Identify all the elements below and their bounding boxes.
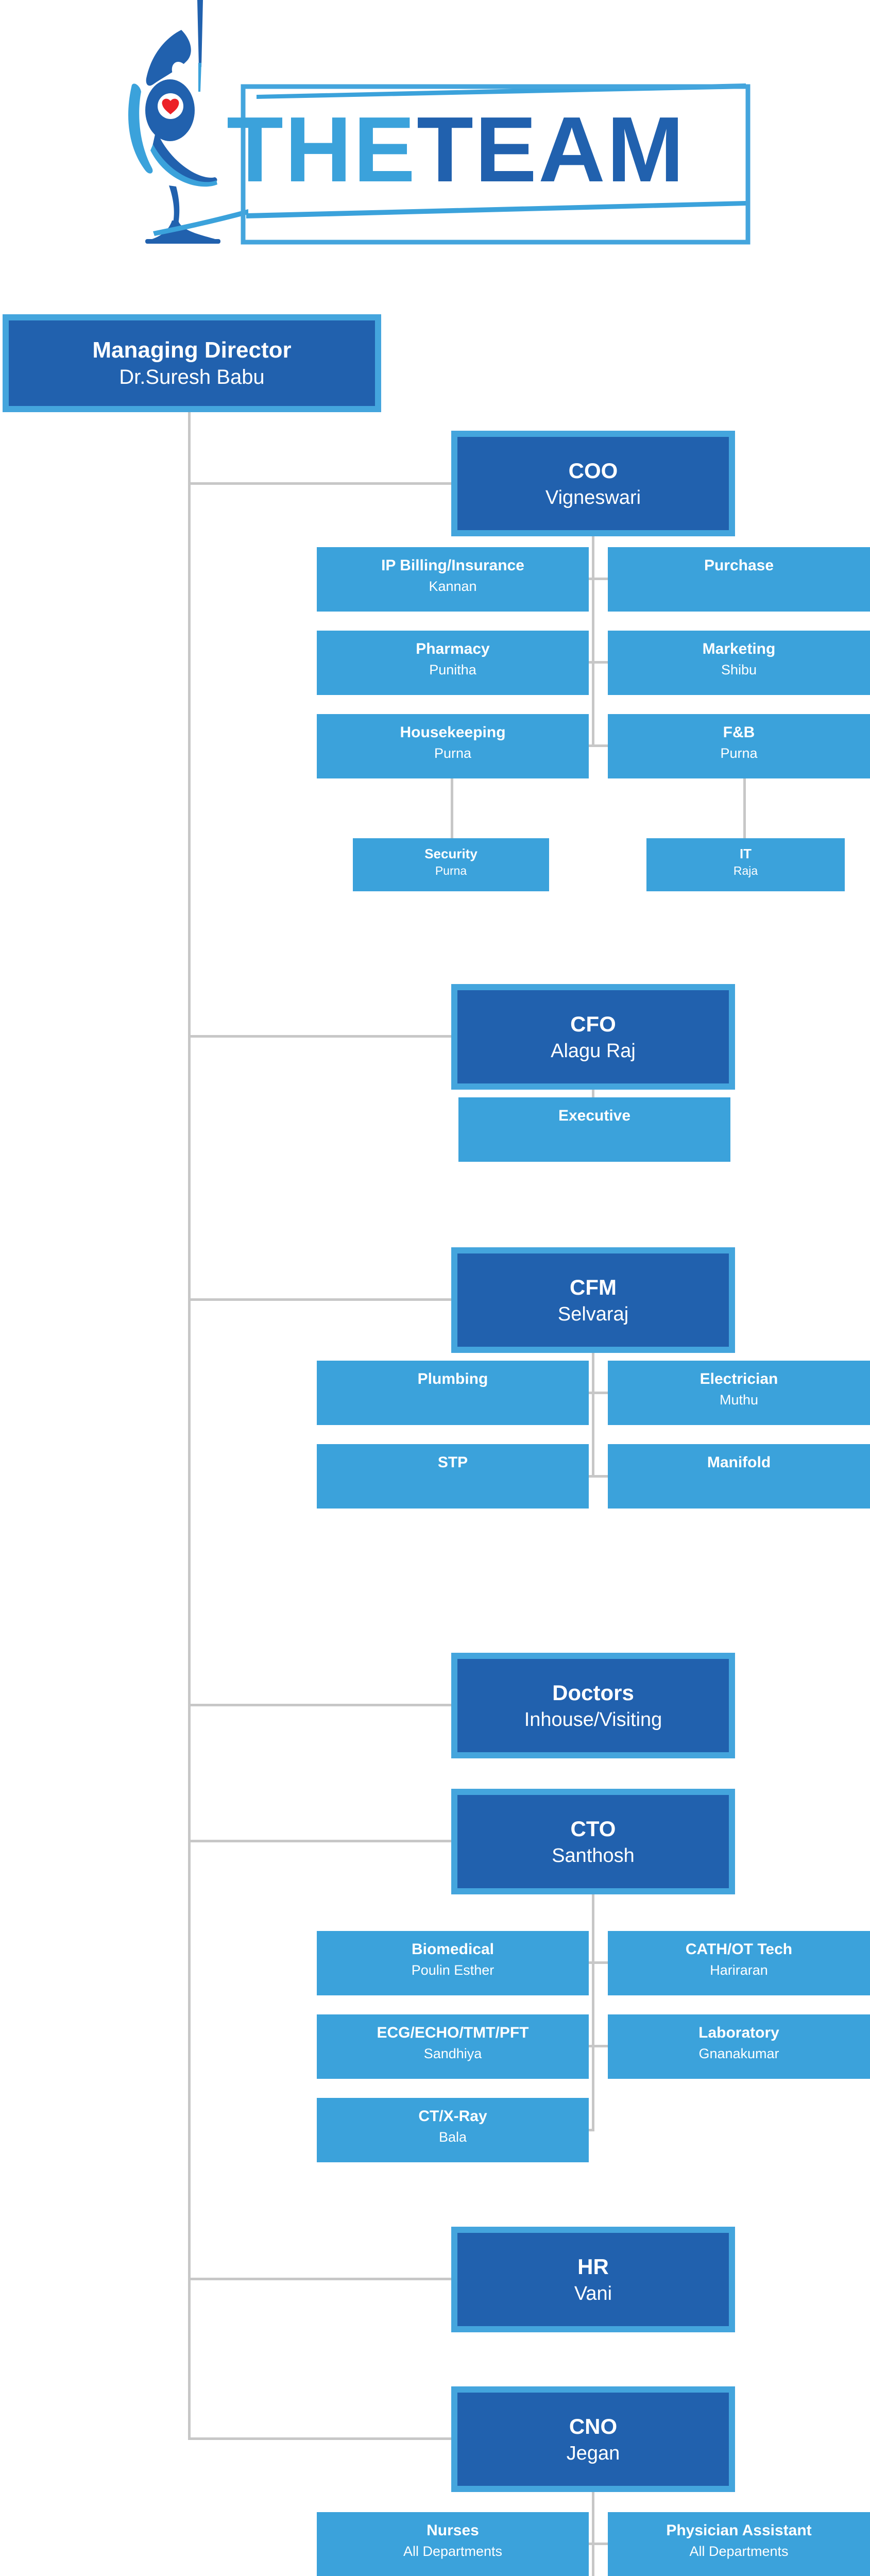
logo-bottom-swoosh	[246, 201, 746, 218]
coo-children-stem	[592, 536, 594, 747]
logo-heart-icon	[162, 98, 179, 114]
logo-wordmark: THETEAM	[153, 83, 750, 245]
node-cno: CNO Jegan	[451, 2386, 735, 2492]
cfm-row1-tick	[589, 1392, 608, 1394]
node-ip-billing-insurance: IP Billing/Insurance Kannan	[317, 547, 589, 612]
cno-row1-tick	[589, 2543, 608, 2545]
node-title: Doctors	[552, 1680, 634, 1705]
node-person: Vani	[574, 2282, 612, 2304]
cfm-children-stem	[592, 1353, 594, 1478]
node-plumbing: Plumbing	[317, 1361, 589, 1425]
cfo-children-stem	[592, 1090, 594, 1097]
logo-text: THETEAM	[227, 98, 686, 201]
connector-to-doctors	[189, 1704, 451, 1706]
cno-children-stem	[592, 2492, 594, 2576]
node-ecg-echo-tmt-pft: ECG/ECHO/TMT/PFT Sandhiya	[317, 2014, 589, 2079]
coo-row3-tick	[589, 744, 608, 747]
cto-children-stem	[592, 1894, 594, 2131]
node-title: CNO	[569, 2414, 618, 2438]
node-doctors: Doctors Inhouse/Visiting	[451, 1653, 735, 1758]
node-title: CFO	[570, 1011, 616, 1036]
node-pharmacy: Pharmacy Punitha	[317, 631, 589, 695]
node-person: Inhouse/Visiting	[524, 1708, 662, 1731]
node-fb: F&B Purna	[608, 714, 870, 778]
cto-row3-tick	[589, 2129, 594, 2131]
connector-to-cfo	[189, 1035, 451, 1038]
coo-row1-tick	[589, 578, 608, 580]
node-title: COO	[568, 458, 618, 483]
node-cath-ot-tech: CATH/OT Tech Hariraran	[608, 1931, 870, 1995]
node-marketing: Marketing Shibu	[608, 631, 870, 695]
fb-to-it-line	[743, 778, 746, 838]
connector-to-cno	[189, 2437, 451, 2440]
logo-figure	[128, 0, 220, 244]
cfm-row2-tick	[589, 1475, 608, 1478]
node-hr: HR Vani	[451, 2227, 735, 2332]
node-security: Security Purna	[353, 838, 549, 891]
node-person: Alagu Raj	[551, 1040, 636, 1062]
connector-to-cfm	[189, 1298, 451, 1301]
connector-to-cto	[189, 1840, 451, 1842]
cto-row2-tick	[589, 2045, 608, 2047]
node-person: Selvaraj	[557, 1303, 629, 1325]
node-electrician: Electrician Muthu	[608, 1361, 870, 1425]
node-cfo: CFO Alagu Raj	[451, 984, 735, 1090]
node-person: Jegan	[566, 2442, 620, 2464]
node-title: CTO	[570, 1816, 616, 1841]
node-housekeeping: Housekeeping Purna	[317, 714, 589, 778]
node-stp: STP	[317, 1444, 589, 1509]
node-manifold: Manifold	[608, 1444, 870, 1509]
connector-trunk	[188, 412, 191, 2440]
logo-bottom-swoosh-tail	[153, 209, 248, 236]
logo: THETEAM	[128, 0, 750, 245]
connector-to-coo	[189, 482, 451, 485]
logo-frame	[241, 84, 750, 245]
node-managing-director: Managing Director Dr.Suresh Babu	[3, 314, 381, 412]
node-cfm: CFM Selvaraj	[451, 1247, 735, 1353]
node-nurses: Nurses All Departments	[317, 2512, 589, 2576]
node-ct-x-ray: CT/X-Ray Bala	[317, 2098, 589, 2162]
node-purchase: Purchase	[608, 547, 870, 612]
node-title: HR	[577, 2254, 609, 2279]
coo-row2-tick	[589, 661, 608, 664]
housekeeping-to-security-line	[451, 778, 453, 838]
node-person: Santhosh	[552, 1844, 635, 1867]
node-physician-assistant: Physician Assistant All Departments	[608, 2512, 870, 2576]
node-biomedical: Biomedical Poulin Esther	[317, 1931, 589, 1995]
node-person: Dr.Suresh Babu	[119, 366, 265, 388]
node-person: Vigneswari	[545, 486, 641, 509]
node-laboratory: Laboratory Gnanakumar	[608, 2014, 870, 2079]
node-it: IT Raja	[646, 838, 845, 891]
node-title: Managing Director	[92, 337, 292, 363]
node-executive: Executive	[458, 1097, 730, 1162]
connector-to-hr	[189, 2278, 451, 2280]
node-coo: COO Vigneswari	[451, 431, 735, 536]
node-title: CFM	[570, 1275, 617, 1299]
node-cto: CTO Santhosh	[451, 1789, 735, 1894]
cto-row1-tick	[589, 1961, 608, 1964]
